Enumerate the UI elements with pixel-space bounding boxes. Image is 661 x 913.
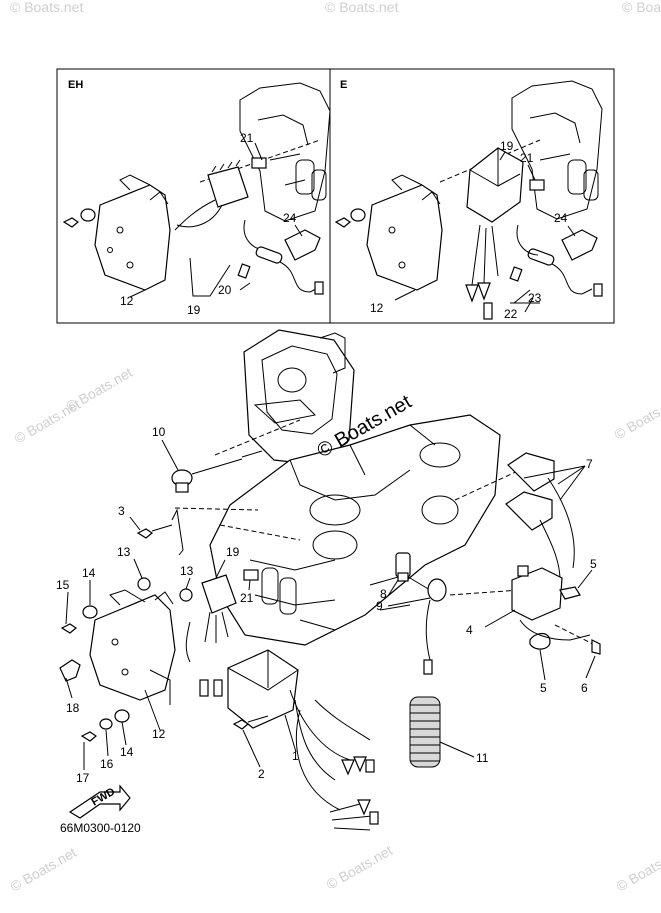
- callout: 13: [117, 545, 131, 559]
- callout: 15: [56, 578, 70, 592]
- inset-eh-artwork: [62, 82, 331, 298]
- watermark: © Boats.net: [325, 0, 398, 15]
- callout: 22: [504, 307, 518, 321]
- callout: 18: [66, 701, 80, 715]
- callout: 9: [376, 599, 383, 613]
- inset-e-artwork: [334, 80, 603, 320]
- callout: 21: [520, 151, 534, 165]
- callout: 12: [152, 727, 166, 741]
- watermark: © Boats.net: [324, 842, 396, 893]
- callout: 5: [540, 681, 547, 695]
- callout: 12: [370, 301, 384, 315]
- watermark: © Boats.net: [8, 844, 80, 895]
- callout: 11: [476, 751, 489, 765]
- callout: 14: [82, 566, 96, 580]
- watermark: © Boats.net: [10, 0, 83, 15]
- callout: 4: [466, 623, 473, 637]
- callout: 13: [180, 564, 194, 578]
- callout: 6: [581, 681, 588, 695]
- panel-title-eh: EH: [68, 79, 83, 91]
- callout: 21: [240, 131, 254, 145]
- callout: 16: [100, 757, 114, 771]
- callout: 2: [258, 767, 265, 781]
- callout: 24: [283, 211, 297, 225]
- watermark: © Boats.net: [622, 0, 661, 15]
- callout: 19: [500, 139, 514, 153]
- watermark: © Boats.net: [64, 364, 136, 415]
- watermark: © Boats.net: [614, 844, 661, 895]
- watermark: © Boats.net: [612, 392, 661, 443]
- callout: 8: [380, 587, 387, 601]
- fwd-label: FWD: [90, 786, 118, 809]
- panel-title-e: E: [340, 79, 347, 91]
- main-artwork: [59, 329, 601, 831]
- callout: 12: [120, 294, 134, 308]
- callout: 10: [152, 425, 166, 439]
- fwd-arrow-icon: [68, 784, 131, 819]
- callout: 20: [218, 283, 232, 297]
- callout: 17: [76, 771, 90, 785]
- callout: 19: [226, 545, 240, 559]
- callout: 19: [187, 303, 201, 317]
- callout: 23: [528, 291, 542, 305]
- callout: 7: [586, 457, 593, 471]
- callout: 14: [120, 745, 134, 759]
- callout: 5: [590, 557, 597, 571]
- callout: 24: [554, 211, 568, 225]
- part-code: 66M0300-0120: [60, 821, 141, 835]
- callout: 3: [118, 504, 125, 518]
- callout: 21: [240, 591, 254, 605]
- callout: 1: [292, 749, 299, 763]
